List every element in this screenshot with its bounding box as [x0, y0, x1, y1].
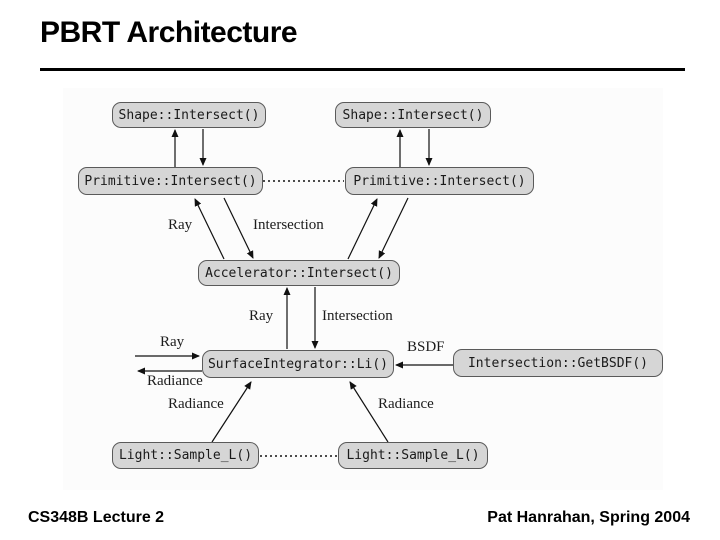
footer-course-label: CS348B Lecture 2	[28, 509, 165, 526]
node-light-sample-l-right: Light::Sample_L()	[338, 442, 488, 469]
title-divider	[40, 68, 685, 71]
arrow-primitive-left-to-accelerator-intersection	[223, 197, 254, 259]
edge-label-ray-upper: Ray	[168, 217, 193, 233]
edge-label-radiance-lower-right: Radiance	[378, 396, 434, 412]
edge-label-ray-left: Ray	[160, 334, 185, 350]
edge-label-bsdf: BSDF	[407, 339, 445, 355]
edge-label-ray-mid: Ray	[249, 308, 274, 324]
arrow-light-left-to-surfaceintegrator-radiance	[211, 381, 252, 443]
node-primitive-intersect-right: Primitive::Intersect()	[345, 167, 534, 195]
arrow-light-right-to-surfaceintegrator-radiance	[349, 381, 389, 443]
node-shape-intersect-right: Shape::Intersect()	[335, 102, 491, 128]
arrow-primitive-right-to-accelerator-intersection	[378, 197, 409, 259]
edge-label-intersection-mid: Intersection	[322, 308, 393, 324]
node-primitive-intersect-left: Primitive::Intersect()	[78, 167, 263, 195]
edge-label-radiance-left: Radiance	[147, 373, 203, 389]
pbrt-architecture-diagram: Shape::Intersect() Shape::Intersect() Pr…	[63, 88, 663, 490]
edge-label-radiance-lower-left: Radiance	[168, 396, 224, 412]
node-surfaceintegrator-li: SurfaceIntegrator::Li()	[202, 350, 394, 378]
footer-author-label: Pat Hanrahan, Spring 2004	[487, 509, 690, 526]
node-accelerator-intersect: Accelerator::Intersect()	[198, 260, 400, 286]
diagram-arrows-layer	[135, 129, 453, 457]
node-shape-intersect-left: Shape::Intersect()	[112, 102, 266, 128]
node-intersection-getbsdf: Intersection::GetBSDF()	[453, 349, 663, 377]
page-title: PBRT Architecture	[40, 16, 298, 49]
node-light-sample-l-left: Light::Sample_L()	[112, 442, 259, 469]
arrow-accelerator-to-primitive-left-ray	[194, 198, 225, 260]
edge-label-intersection-upper: Intersection	[253, 217, 324, 233]
arrow-accelerator-to-primitive-right-ray	[347, 198, 378, 260]
